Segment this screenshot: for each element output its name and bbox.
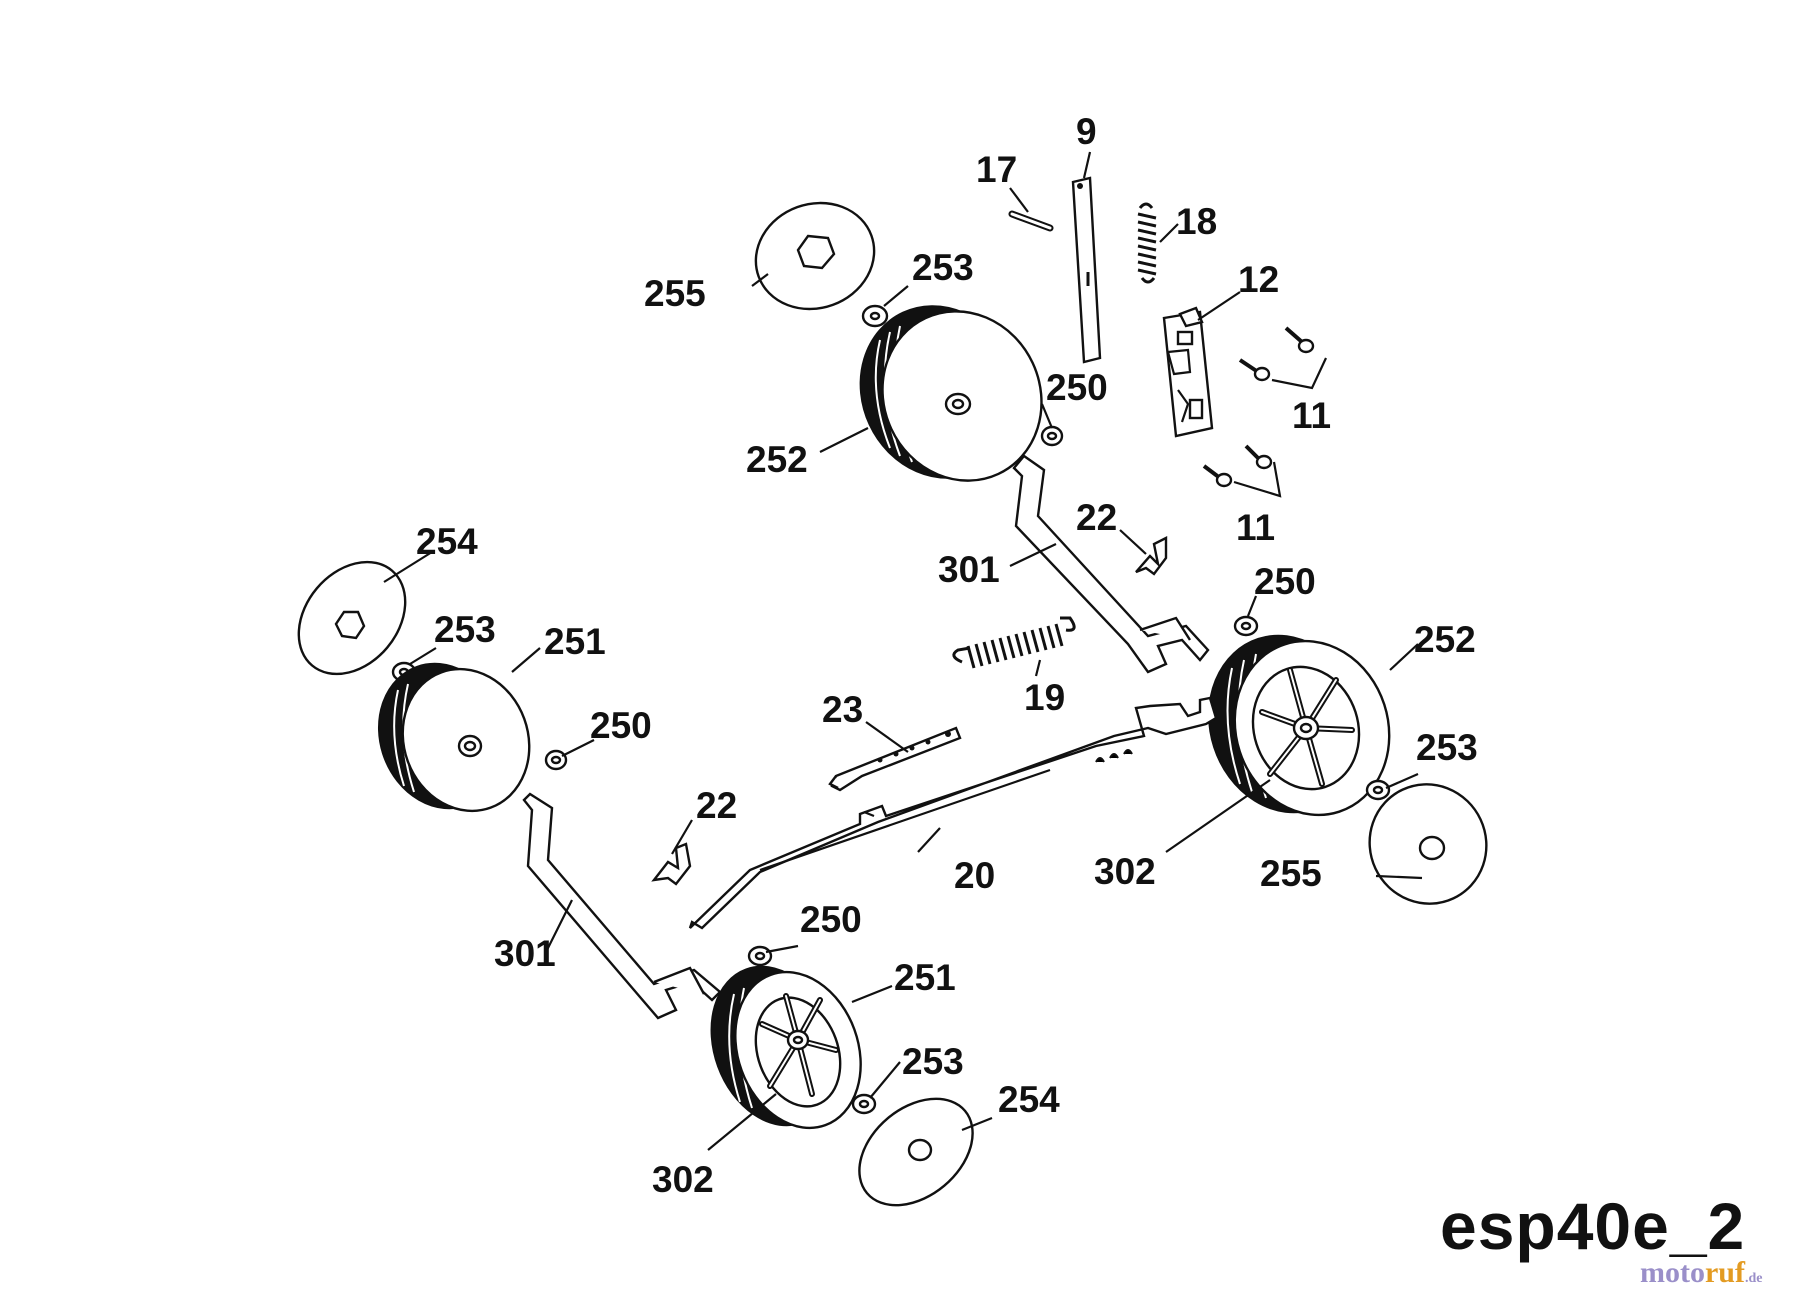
washer-250-bottom — [747, 945, 773, 967]
label-11-lower: 11 — [1236, 507, 1275, 548]
label-250-top: 250 — [1046, 367, 1108, 408]
bar-9 — [1071, 176, 1102, 364]
label-250-bottom: 250 — [800, 899, 862, 940]
label-19: 19 — [1024, 677, 1065, 718]
label-252-right: 252 — [1414, 619, 1476, 660]
label-302-right: 302 — [1094, 851, 1156, 892]
label-20: 20 — [954, 855, 995, 896]
label-250-left: 250 — [590, 705, 652, 746]
watermark-part2: ruf — [1704, 1256, 1745, 1289]
watermark-part3: .de — [1744, 1271, 1763, 1286]
label-252-top: 252 — [746, 439, 808, 480]
label-301-upper: 301 — [938, 549, 1000, 590]
label-250-right: 250 — [1254, 561, 1316, 602]
label-9: 9 — [1076, 111, 1097, 152]
hub-cap-254-left — [297, 560, 407, 676]
washer-250-left — [544, 749, 568, 771]
label-23: 23 — [822, 689, 863, 730]
label-253-right: 253 — [1416, 727, 1478, 768]
washer-250-top — [1040, 425, 1064, 447]
leader-lines — [383, 151, 1423, 1151]
wheel-251-left — [377, 662, 531, 813]
label-251-bottom: 251 — [894, 957, 956, 998]
diagram-id: esp40e_2 — [1440, 1189, 1746, 1263]
hub-cap-254-bottom — [858, 1097, 974, 1207]
label-18: 18 — [1176, 201, 1217, 242]
spring-18 — [1137, 202, 1157, 284]
label-302-bottom: 302 — [652, 1159, 714, 1200]
wheel-302-bottom — [710, 965, 862, 1130]
label-11-upper: 11 — [1292, 395, 1331, 436]
label-12: 12 — [1238, 259, 1279, 300]
label-255-top: 255 — [644, 273, 706, 314]
label-22-upper: 22 — [1076, 497, 1117, 538]
axle-301-lower — [522, 792, 722, 1020]
screws-11 — [1202, 326, 1315, 488]
label-255-right: 255 — [1260, 853, 1322, 894]
pin-17 — [1008, 210, 1054, 232]
washer-250-right — [1233, 615, 1259, 637]
label-254-bottom: 254 — [998, 1079, 1060, 1120]
latch-22-lower — [651, 842, 692, 886]
watermark: motoruf.de — [1640, 1256, 1762, 1290]
latch-22-upper — [1135, 536, 1168, 576]
lever-20 — [688, 696, 1218, 930]
axle-301-upper — [1012, 454, 1210, 674]
part-labels: 9 17 18 12 11 11 255 253 250 252 22 301 … — [416, 111, 1478, 1200]
wheel-302-right — [1208, 634, 1391, 817]
plate-23 — [828, 726, 962, 792]
washer-253-right — [1365, 779, 1391, 801]
label-301-lower: 301 — [494, 933, 556, 974]
washer-253-top — [861, 304, 889, 328]
hub-cap-255-right — [1368, 783, 1488, 905]
label-254-left: 254 — [416, 521, 478, 562]
bracket-12 — [1162, 306, 1214, 438]
label-251-left: 251 — [544, 621, 606, 662]
wheel-252-top — [859, 305, 1043, 482]
washer-253-bottom — [851, 1093, 877, 1115]
label-253-bottom: 253 — [902, 1041, 964, 1082]
hub-cap-255-top — [754, 201, 876, 311]
label-253-left: 253 — [434, 609, 496, 650]
label-22-lower: 22 — [696, 785, 737, 826]
label-253-top: 253 — [912, 247, 974, 288]
spring-19 — [952, 616, 1076, 669]
watermark-part1: moto — [1640, 1256, 1705, 1289]
label-17: 17 — [976, 149, 1017, 190]
